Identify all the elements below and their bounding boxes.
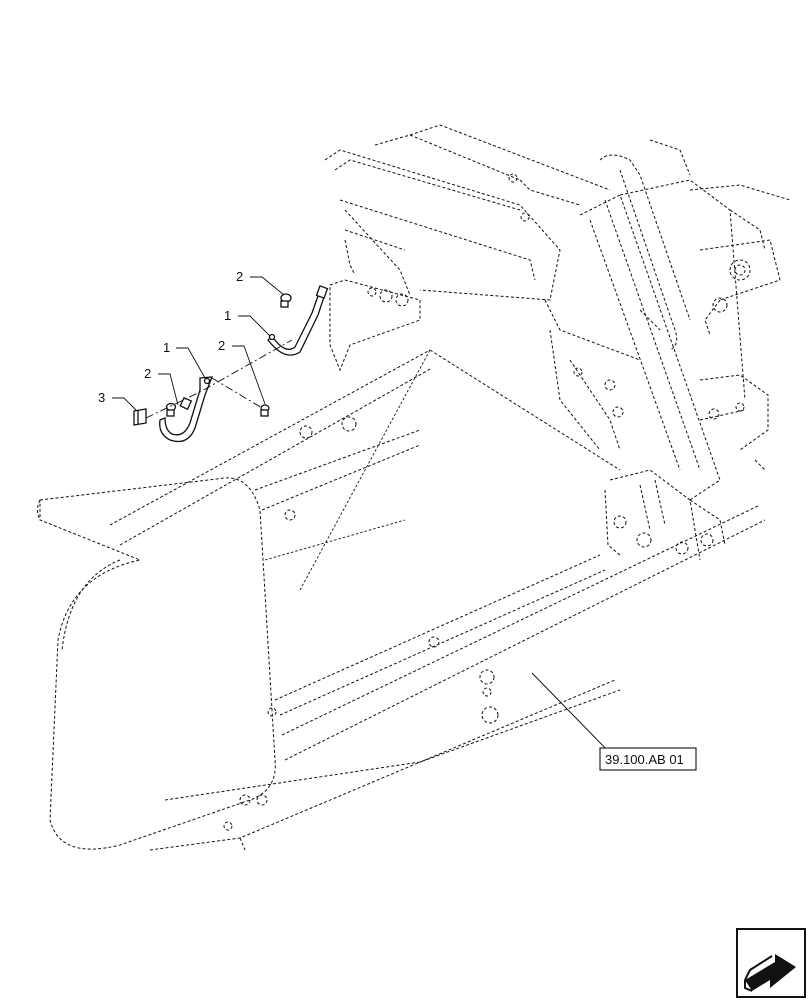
reference-label[interactable]: 39.100.AB 01 <box>605 752 684 767</box>
next-page-arrow-icon[interactable] <box>736 928 806 998</box>
callout-label-strap-lower: 1 <box>163 340 170 355</box>
rear-tower-phantom <box>579 139 791 561</box>
machine-frame-phantom <box>37 349 766 851</box>
callout-label-bolt-upper: 2 <box>236 269 243 284</box>
callout-label-bolt-lower: 2 <box>144 366 151 381</box>
strap-upper <box>267 285 329 356</box>
cab-structure-phantom <box>324 124 641 451</box>
bolt-upper <box>280 293 292 308</box>
reference-box[interactable] <box>599 747 697 771</box>
callout-leaders <box>112 276 285 411</box>
bolt-middle <box>260 404 270 417</box>
bolt-lower <box>165 402 177 417</box>
strap-lower <box>159 376 213 443</box>
callout-label-clip: 3 <box>98 390 105 405</box>
clip-part <box>133 408 147 426</box>
callout-label-bolt-middle: 2 <box>218 338 225 353</box>
callout-label-strap-upper: 1 <box>224 308 231 323</box>
reference-leader <box>531 672 613 756</box>
